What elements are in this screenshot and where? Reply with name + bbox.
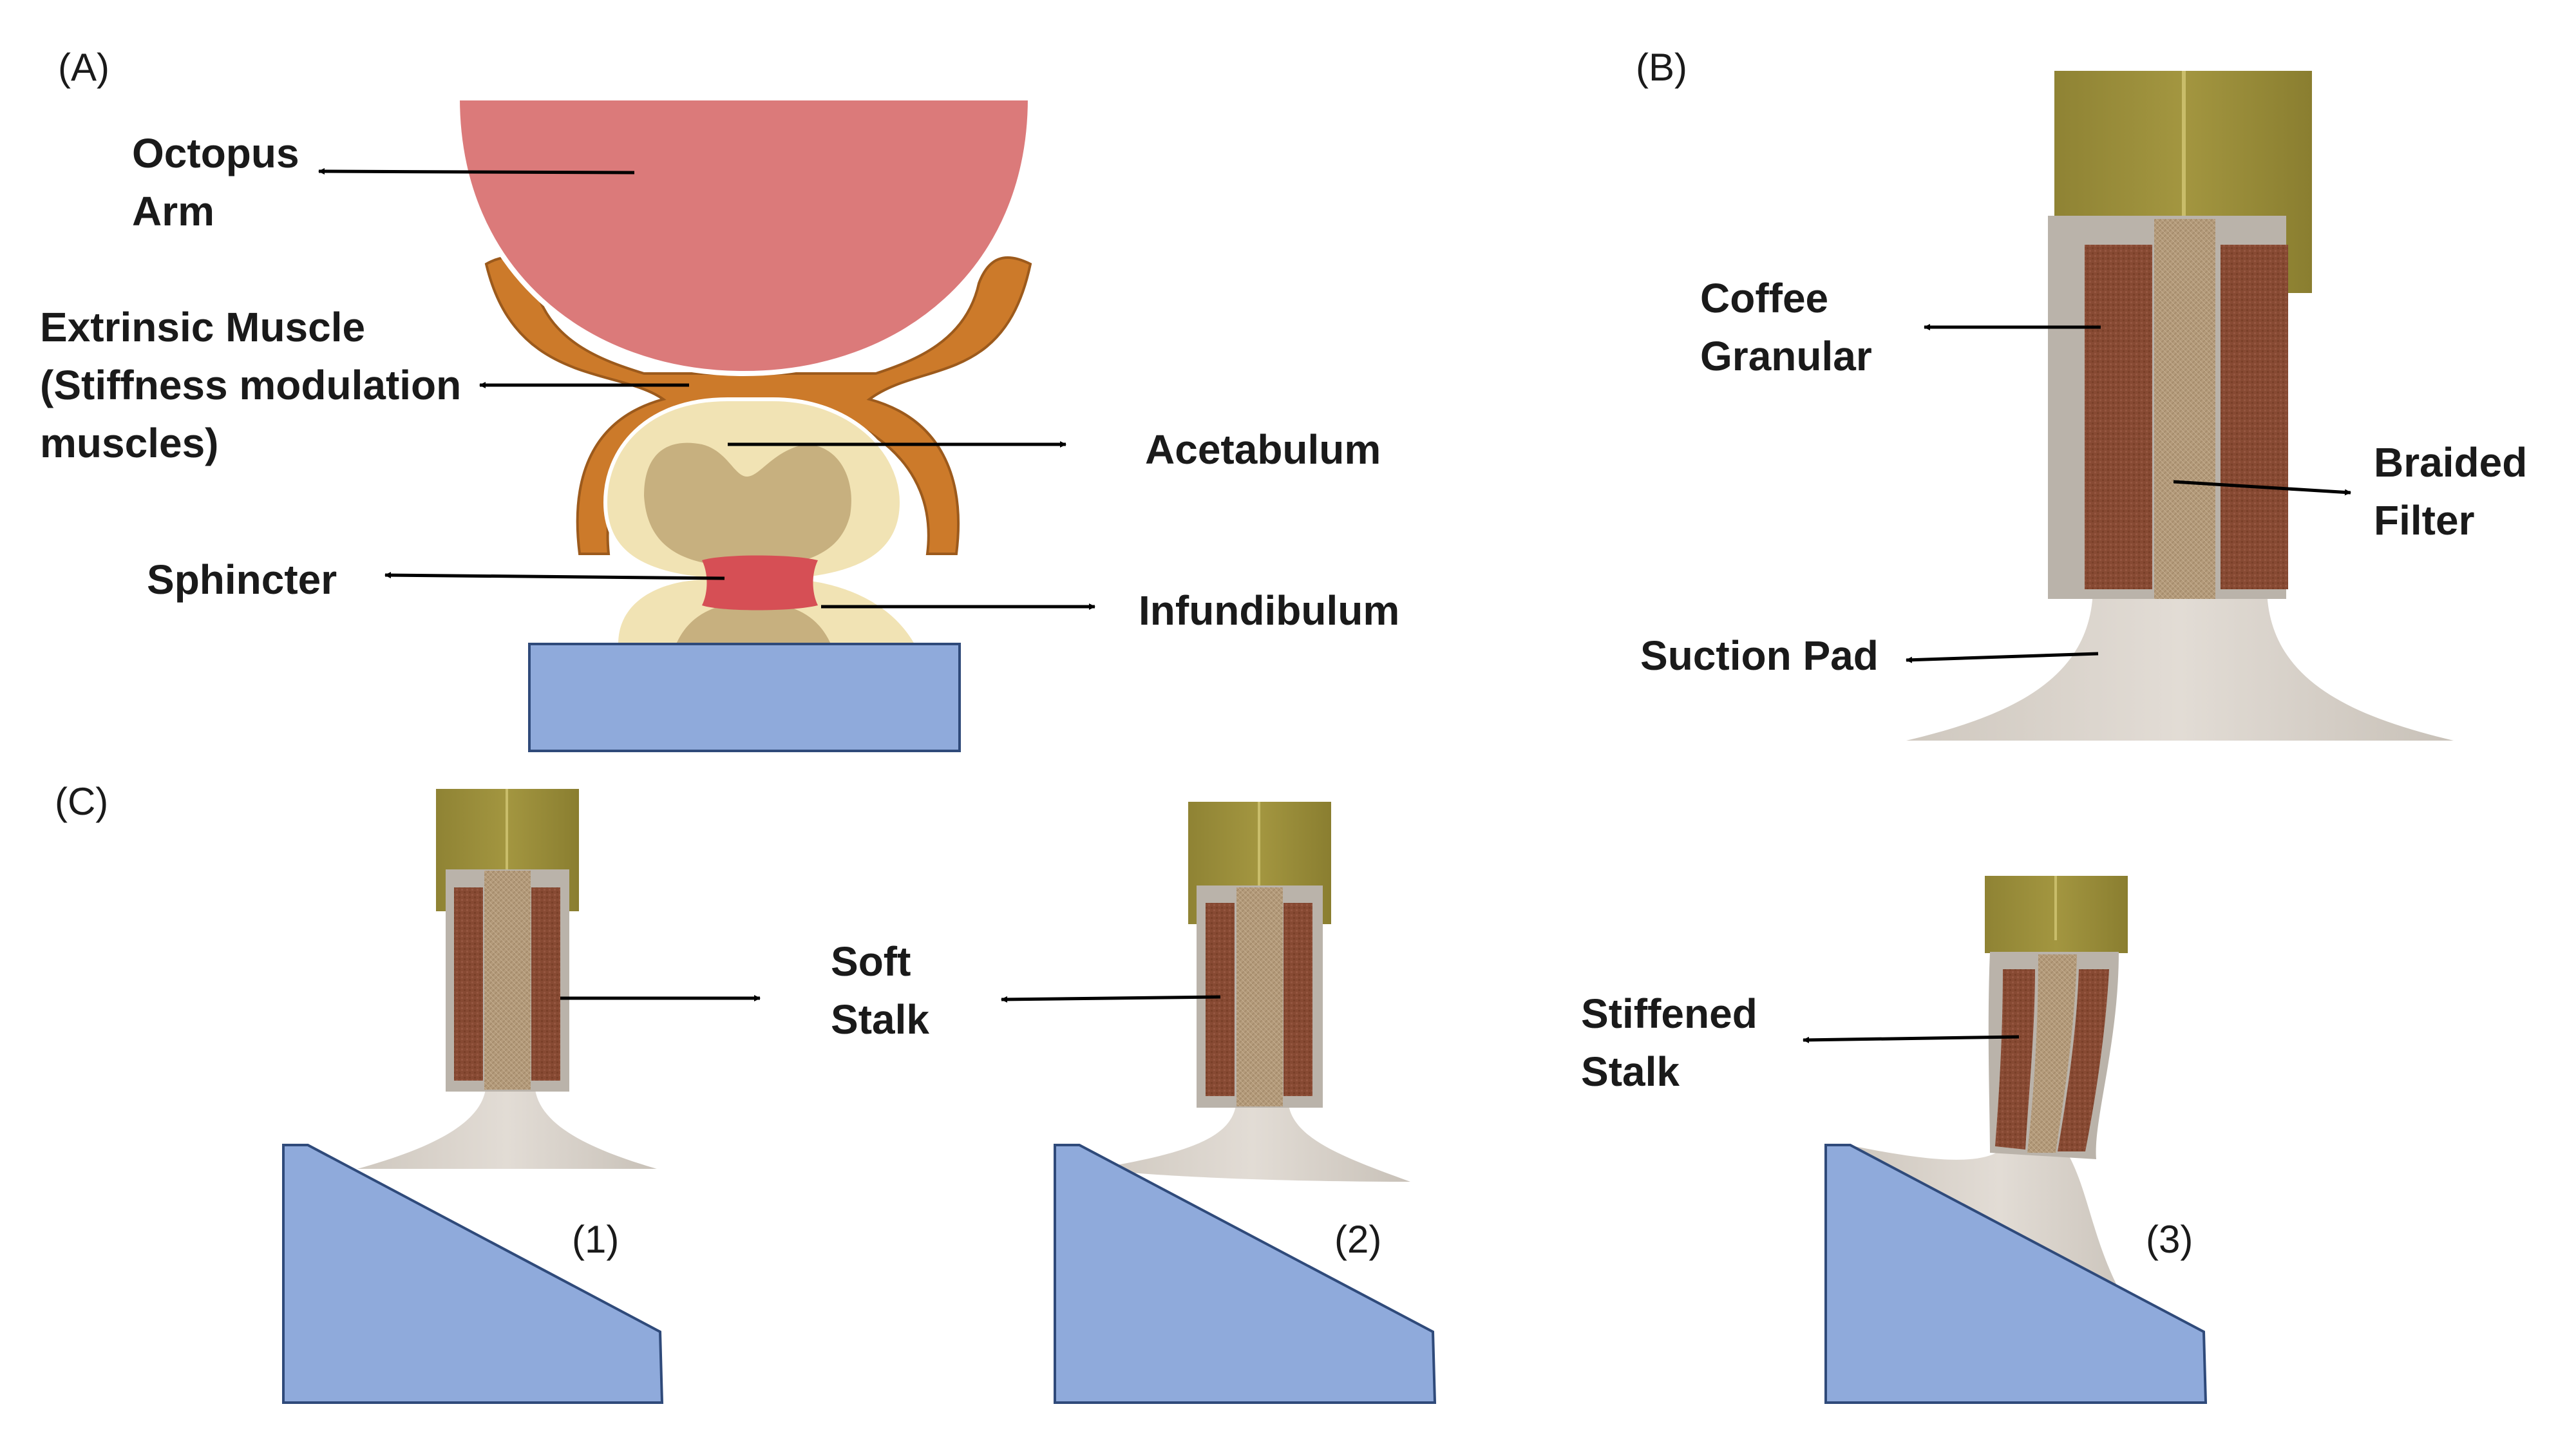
label-braided-line2: Filter (2374, 497, 2474, 544)
substrate-a (528, 643, 961, 752)
arrow-braided (2173, 480, 2351, 496)
case-3: (3) (1824, 876, 2208, 1404)
panel-c: (C) (1) (2) (55, 780, 2208, 1404)
label-suction-pad: Suction Pad (1640, 632, 1879, 679)
case-3-label: (3) (2146, 1218, 2193, 1261)
label-extrinsic-line3: muscles) (40, 420, 218, 466)
coffee-left-b (2085, 245, 2152, 589)
label-sphincter: Sphincter (147, 556, 337, 603)
suction-pad-b (1906, 586, 2454, 741)
coffee-left-2 (1206, 903, 1235, 1096)
panel-b-label: (B) (1636, 46, 1687, 89)
coffee-right-b (2221, 245, 2288, 589)
infundibulum-inner (676, 602, 831, 644)
panel-a: (A) Octopus Arm Extrinsic Muscle (Stiffn… (40, 46, 1399, 752)
label-octopus-arm-line1: Octopus (132, 130, 299, 176)
coffee-right-1 (531, 887, 560, 1081)
substrate-1 (282, 1144, 664, 1404)
label-acetabulum: Acetabulum (1145, 426, 1381, 473)
label-soft-line1: Soft (831, 938, 911, 985)
cap-channel-1 (506, 789, 508, 873)
suction-pad-1 (357, 1082, 657, 1169)
panel-a-label: (A) (58, 46, 109, 89)
label-stiffened-line2: Stalk (1581, 1048, 1680, 1095)
label-braided-line1: Braided (2374, 439, 2527, 486)
acetabulum-chamber (644, 442, 851, 567)
cap-channel-2 (1258, 802, 1260, 886)
label-coffee-line2: Granular (1700, 333, 1872, 379)
coffee-left-3 (1995, 969, 2035, 1150)
braided-filter-b (2154, 219, 2215, 599)
coffee-right-3 (2058, 969, 2109, 1151)
substrate-2 (1054, 1144, 1437, 1404)
coffee-left-1 (454, 887, 483, 1081)
case-1: (1) (282, 789, 664, 1404)
case-1-label: (1) (572, 1218, 619, 1261)
coffee-right-2 (1283, 903, 1312, 1096)
panel-b: (B) Coffee Granular Braided Filter Sucti… (1636, 46, 2527, 741)
filter-2 (1236, 887, 1283, 1106)
filter-1 (484, 871, 531, 1090)
arrow-sphincter (384, 572, 725, 580)
label-soft-line2: Stalk (831, 996, 929, 1043)
label-infundibulum: Infundibulum (1139, 587, 1399, 634)
label-stiffened-line1: Stiffened (1581, 990, 1757, 1037)
sphincter (702, 555, 818, 611)
substrate-3 (1824, 1144, 2208, 1404)
case-2: (2) (1054, 802, 1437, 1404)
label-coffee-line1: Coffee (1700, 275, 1828, 321)
arrow-stiffened (1803, 1035, 2020, 1043)
arrow-soft-case2 (1001, 995, 1221, 1003)
label-extrinsic-line1: Extrinsic Muscle (40, 304, 365, 350)
suction-pad-2 (1095, 1098, 1410, 1182)
cap-channel-3 (2054, 876, 2057, 940)
filter-3 (2027, 954, 2077, 1153)
case-2-label: (2) (1334, 1218, 1381, 1261)
octopus-arm (454, 95, 1034, 377)
label-octopus-arm-line2: Arm (132, 188, 214, 234)
panel-c-label: (C) (55, 780, 108, 823)
suction-pad-3 (1855, 1146, 2145, 1330)
arrow-octopus-arm (318, 168, 635, 175)
arrow-suction-pad (1906, 652, 2099, 663)
label-extrinsic-line2: (Stiffness modulation (40, 362, 461, 408)
cap-channel-b (2182, 71, 2186, 219)
